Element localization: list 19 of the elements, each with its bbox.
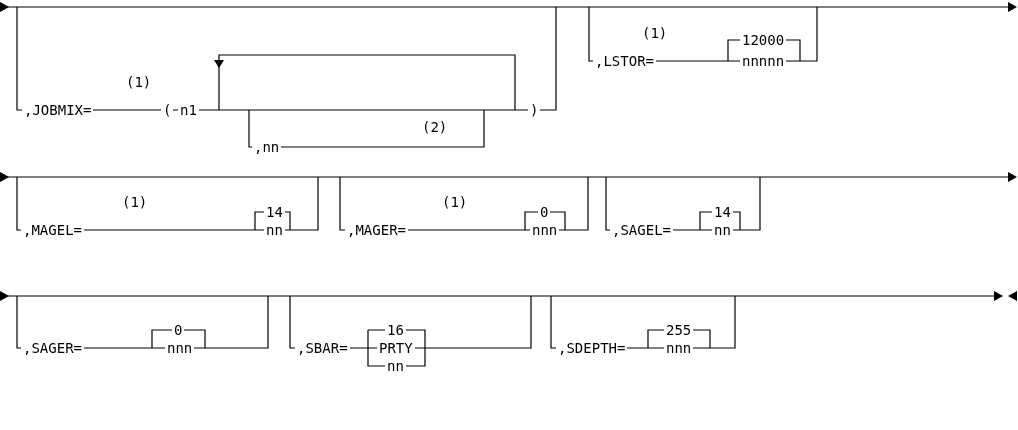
default-value: 14 — [264, 204, 285, 220]
syntax-token: ) — [528, 102, 541, 118]
syntax-keyword: ,JOBMIX= — [22, 102, 94, 118]
default-value: 0 — [538, 204, 551, 220]
default-value: 12000 — [740, 32, 787, 48]
syntax-keyword: ,MAGER= — [345, 222, 408, 238]
syntax-token: PRTY — [377, 340, 415, 356]
syntax-keyword: ,SAGER= — [21, 340, 84, 356]
syntax-keyword: ,SBAR= — [295, 340, 350, 356]
default-value: 255 — [664, 322, 694, 338]
syntax-keyword: ,MAGEL= — [21, 222, 84, 238]
syntax-token: n1 — [178, 102, 199, 118]
default-value: 16 — [385, 322, 406, 338]
default-value: 14 — [712, 204, 733, 220]
syntax-keyword: ,SDEPTH= — [556, 340, 628, 356]
syntax-keyword: ,LSTOR= — [593, 53, 656, 69]
default-value: 0 — [172, 322, 185, 338]
syntax-token: ( — [161, 102, 174, 118]
syntax-keyword: ,SAGEL= — [610, 222, 673, 238]
